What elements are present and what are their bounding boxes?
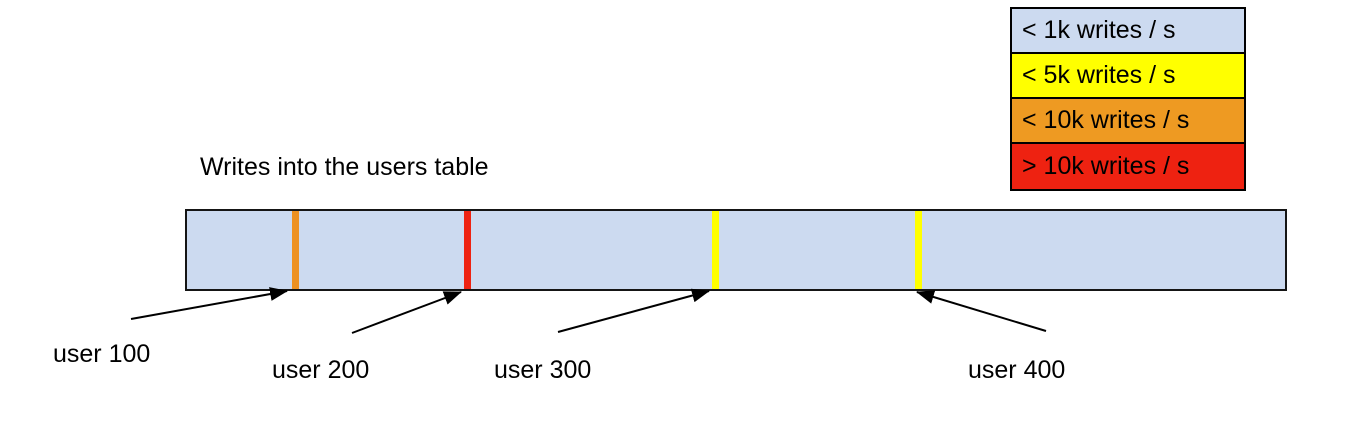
legend-row-tier2: < 5k writes / s	[1012, 54, 1244, 99]
legend-row-tier4: > 10k writes / s	[1012, 144, 1244, 189]
user-400-stripe	[915, 211, 922, 289]
legend-row-tier3: < 10k writes / s	[1012, 99, 1244, 144]
legend: < 1k writes / s < 5k writes / s < 10k wr…	[1010, 7, 1246, 191]
legend-label-tier3: < 10k writes / s	[1022, 106, 1190, 134]
legend-label-tier1: < 1k writes / s	[1022, 16, 1176, 44]
legend-label-tier2: < 5k writes / s	[1022, 61, 1176, 89]
arrow-user-100	[130, 287, 288, 320]
users-table-bar	[185, 209, 1287, 291]
diagram-title: Writes into the users table	[200, 153, 489, 181]
arrow-user-400	[916, 290, 1047, 332]
legend-row-tier1: < 1k writes / s	[1012, 9, 1244, 54]
user-100-stripe	[292, 211, 299, 289]
user-200-stripe	[464, 211, 471, 289]
callout-label-user-200: user 200	[272, 356, 370, 384]
arrow-user-300	[557, 288, 710, 333]
user-300-stripe	[712, 211, 719, 289]
callout-label-user-400: user 400	[968, 356, 1066, 384]
callout-label-user-100: user 100	[53, 340, 151, 368]
arrow-user-200	[351, 291, 462, 334]
callout-label-user-300: user 300	[494, 356, 592, 384]
legend-label-tier4: > 10k writes / s	[1022, 152, 1190, 180]
